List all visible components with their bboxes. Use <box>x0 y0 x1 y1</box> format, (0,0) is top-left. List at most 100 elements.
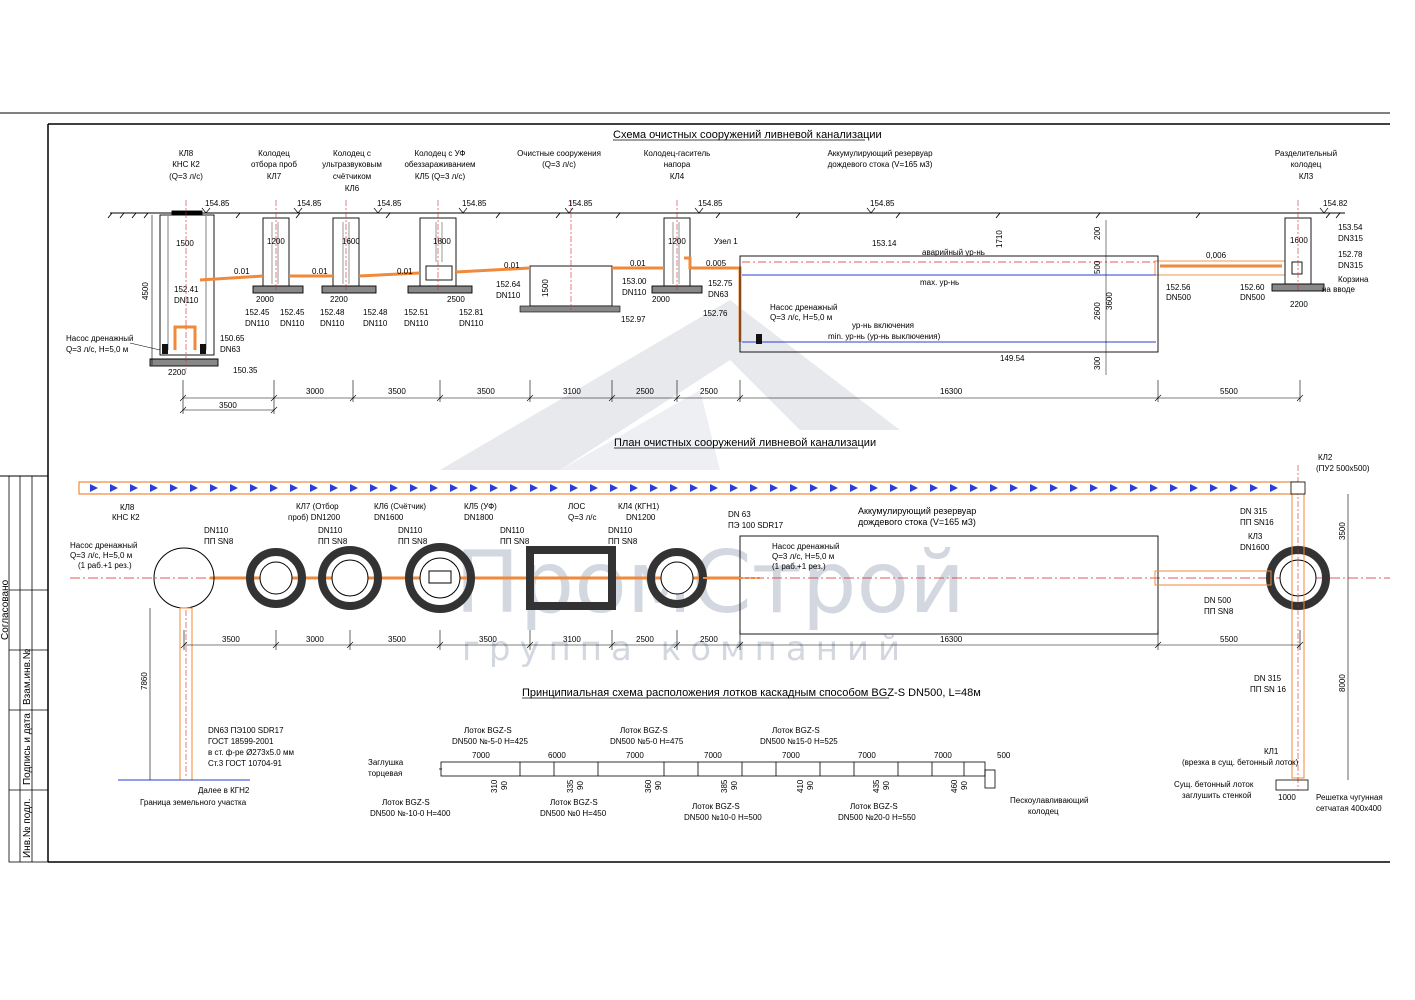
cl-6: 7000 <box>934 751 952 760</box>
slope-1: 0.01 <box>312 267 328 276</box>
tank-h5: 3600 <box>1105 292 1114 310</box>
cb-0-1: Лоток BGZ-S <box>382 798 430 807</box>
flow-arrow <box>970 484 978 492</box>
flow-arrow <box>570 484 578 492</box>
cb-2-2: DN500 №10-0 H=500 <box>684 813 762 822</box>
plan-kl5 <box>405 543 475 613</box>
profile-dims: 3500 3000 3500 3500 3100 2500 2500 16300… <box>219 387 1238 410</box>
pd-1: 3000 <box>306 387 324 396</box>
tank-alarm: аварийный ур-нь <box>922 248 985 257</box>
kl3-l3: DN315 <box>1338 261 1363 270</box>
pl-pipe-d-1: DN110 <box>500 526 525 535</box>
mark-5: 154.85 <box>698 199 723 208</box>
pd-0: 3500 <box>219 401 237 410</box>
kl3-l2: 152.78 <box>1338 250 1363 259</box>
flow-arrow <box>790 484 798 492</box>
flow-arrow <box>630 484 638 492</box>
flow-arrow <box>390 484 398 492</box>
flow-arrow <box>770 484 778 492</box>
cb-3-2: DN500 №20-0 H=550 <box>838 813 916 822</box>
flow-arrow <box>450 484 458 492</box>
kl3-l8: 152.60 <box>1240 283 1265 292</box>
plan-kl3-inlet <box>1154 570 1272 586</box>
los-e1: 152.64 <box>496 280 521 289</box>
pl-tank-1: Аккумулирующий резервуар <box>858 506 976 516</box>
mark-4: 154.85 <box>568 199 593 208</box>
ct-1-2: DN500 №5-0 H=475 <box>610 737 684 746</box>
tank-h3: 500 <box>1093 260 1102 274</box>
tank-inlet-pipe <box>1154 260 1286 276</box>
kl5-base: 2500 <box>447 295 465 304</box>
kl4-e5: 152.76 <box>703 309 728 318</box>
title-block <box>8 475 49 863</box>
mark-0: 154.85 <box>205 199 230 208</box>
kl3-l7: DN500 <box>1166 293 1191 302</box>
profile-title: Схема очистных сооружений ливневой канал… <box>613 129 882 141</box>
cd-11: 90 <box>882 781 891 790</box>
pl-kl7-1: КЛ7 (Отбор <box>296 502 339 511</box>
flow-arrow <box>150 484 158 492</box>
flow-arrow <box>1270 484 1278 492</box>
pl-grate-2: сетчатая 400х400 <box>1316 804 1382 813</box>
flow-arrow <box>870 484 878 492</box>
cascade-drops: 310 90 335 90 360 90 385 90 410 90 435 9… <box>490 779 969 793</box>
profile-pipeline <box>199 256 1282 342</box>
flow-arrow <box>1170 484 1178 492</box>
ct-0-1: Лоток BGZ-S <box>464 726 512 735</box>
pl-pipe-h-1: DN 500 <box>1204 596 1232 605</box>
header-los-2: (Q=3 л/с) <box>542 160 576 169</box>
kl3-l10: 1600 <box>1290 236 1308 245</box>
flow-arrow <box>650 484 658 492</box>
header-kl4-2: напора <box>664 160 691 169</box>
tank-profile <box>739 255 1159 353</box>
profile-well-headers: КЛ8 КНС К2 (Q=3 л/с) Колодец отбора проб… <box>169 149 1337 193</box>
plan-dim-chain <box>149 494 1349 780</box>
plan-los <box>526 546 616 610</box>
pld-7: 16300 <box>940 635 963 644</box>
profile-axis-lines <box>185 200 1299 370</box>
plan-kl7 <box>246 548 306 608</box>
header-kl5-1: Колодец с УФ <box>414 149 465 158</box>
flow-arrow <box>270 484 278 492</box>
kl4-e3: 152.75 <box>708 279 733 288</box>
pl-kl4-2: DN1200 <box>626 513 656 522</box>
cd-1: 90 <box>500 781 509 790</box>
kl3-l11: 2200 <box>1290 300 1308 309</box>
pl-pipe-c-1: DN110 <box>398 526 423 535</box>
cl-2: 7000 <box>626 751 644 760</box>
approved-label: Согласовано <box>0 579 11 640</box>
header-kl4-1: Колодец-гаситель <box>644 149 711 158</box>
tank-on: ур-нь включения <box>852 321 914 330</box>
pld-11: 8000 <box>1338 674 1347 692</box>
flow-arrow <box>990 484 998 492</box>
pl-kl5-1: КЛ5 (УФ) <box>464 502 497 511</box>
pl-pipe-e-2: ПП SN8 <box>608 537 638 546</box>
pld-8: 5500 <box>1220 635 1238 644</box>
flow-arrow <box>530 484 538 492</box>
pl-pipe-g-2: ПП SN16 <box>1240 518 1274 527</box>
header-kl7-3: КЛ7 <box>267 172 282 181</box>
plan-kl1-grate <box>1275 779 1309 791</box>
kl6-e3: 152.48 <box>363 308 388 317</box>
slope-0: 0.01 <box>234 267 250 276</box>
header-los-1: Очистные сооружения <box>517 149 601 158</box>
plan-dims: 3500 3000 3500 3500 3100 2500 2500 16300… <box>140 522 1347 802</box>
flow-arrow <box>410 484 418 492</box>
cd-10: 435 <box>872 779 881 793</box>
plan-title: План очистных сооружений ливневой канали… <box>614 437 876 449</box>
kl7-e2: DN110 <box>245 319 270 328</box>
cascade-tray <box>439 761 996 789</box>
kl3-l1: DN315 <box>1338 234 1363 243</box>
kl8-profile <box>149 210 219 367</box>
cascade-title: Принципиальная схема расположения лотков… <box>522 687 981 699</box>
pl-pipe-g-1: DN 315 <box>1240 507 1268 516</box>
pl-pipe-j-2: ГОСТ 18599-2001 <box>208 737 274 746</box>
mark-6: 154.85 <box>870 199 895 208</box>
kl8-base: 2200 <box>168 368 186 377</box>
pump-b-icon <box>756 334 762 344</box>
pld-2: 3500 <box>388 635 406 644</box>
plan-top-pipe-arrows <box>90 484 1278 492</box>
kl6-e1: 152.48 <box>320 308 345 317</box>
kl4-e4: DN63 <box>708 290 729 299</box>
